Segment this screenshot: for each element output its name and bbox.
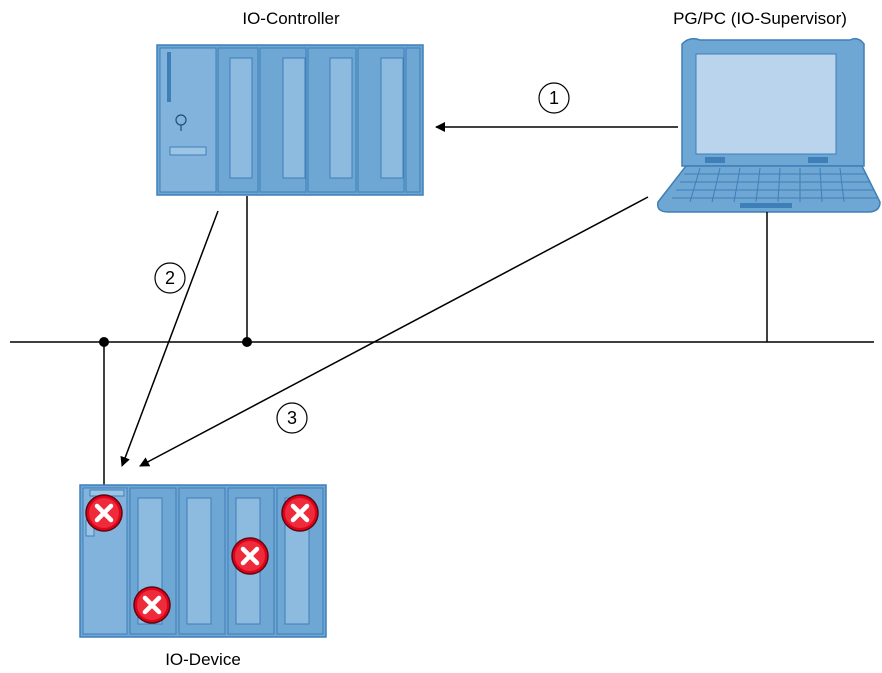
io-device (79, 484, 327, 638)
controller-slots (217, 47, 421, 193)
supervisor-label: PG/PC (IO-Supervisor) (673, 9, 847, 28)
controller-junction-dot (242, 337, 252, 347)
error-x-icon (281, 494, 319, 532)
laptop-screen (695, 53, 837, 155)
arrow-step-2 (120, 210, 219, 467)
arrow-step-3 (139, 196, 649, 467)
step-1-marker: 1 (538, 82, 570, 114)
step-2-marker: 2 (154, 262, 186, 294)
device-junction-dot (99, 337, 109, 347)
step-1-number: 1 (549, 88, 559, 108)
pg-pc-laptop (656, 37, 881, 213)
device-label: IO-Device (165, 650, 241, 669)
cpu-indicator-strip (167, 52, 171, 102)
io-controller (156, 44, 424, 196)
step-3-marker: 3 (276, 402, 308, 434)
error-x-icon (231, 537, 269, 575)
error-x-icon (133, 586, 171, 624)
step-3-number: 3 (287, 408, 297, 428)
laptop-base (656, 165, 881, 213)
laptop-keyboard (672, 167, 878, 203)
error-x-icon (85, 494, 123, 532)
cpu-label-plate (169, 146, 207, 156)
step-2-number: 2 (165, 268, 175, 288)
controller-label: IO-Controller (242, 9, 340, 28)
laptop-touchpad (740, 203, 792, 208)
